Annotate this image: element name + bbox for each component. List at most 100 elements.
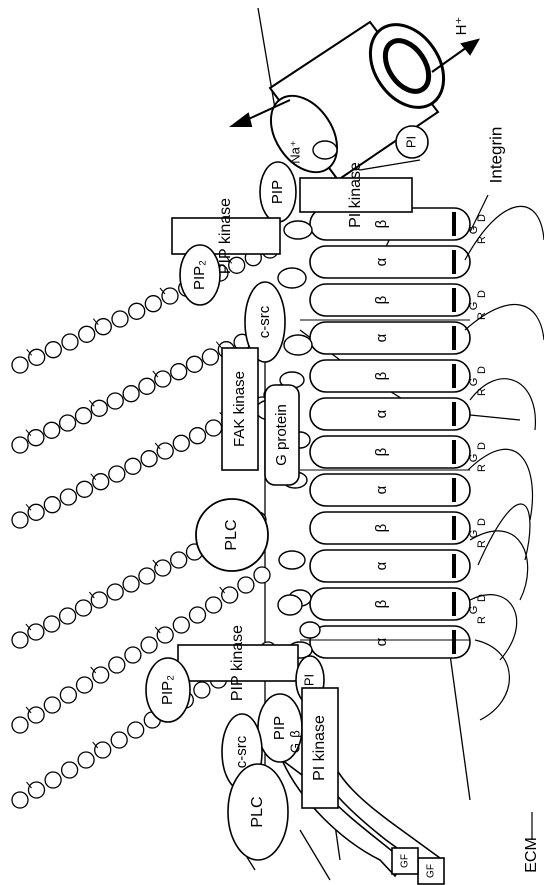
subunit-marker <box>452 326 456 350</box>
beta-label: β <box>373 447 390 456</box>
lipid-bead <box>238 577 254 593</box>
beta-label: β <box>373 371 390 380</box>
gf-box-1-label: GF <box>426 864 437 878</box>
lipid-bead <box>194 682 210 698</box>
lipid-bead <box>12 792 28 808</box>
h-plus-label: H⁺ <box>453 17 470 36</box>
pip-kinase-top-label: PIP kinase <box>217 198 234 274</box>
pip-bottom-label: PIP <box>271 716 288 740</box>
subunit-marker <box>452 288 456 312</box>
beta-small-label: β <box>287 730 302 737</box>
plc-center: PLC <box>196 499 268 571</box>
integrin-beta-subunit <box>310 588 470 620</box>
integrin-beta-subunit <box>310 436 470 468</box>
lipid-bead <box>112 311 128 327</box>
g-protein-label: G protein <box>273 404 290 466</box>
rgd-letter: R <box>476 464 488 472</box>
lipid-bead <box>109 466 125 482</box>
pip2-top-label: PIP₂ <box>191 260 208 290</box>
lipid-bead <box>139 378 155 394</box>
integrin-beta-subunit <box>310 208 470 240</box>
pip2-top: PIP₂ <box>180 245 220 305</box>
subunit-marker <box>452 630 456 654</box>
pi-kinase-bottom-label: PI kinase <box>311 715 328 781</box>
integrin-alpha-subunit <box>310 550 470 582</box>
rgd-letter: D <box>476 366 488 374</box>
integrin-alpha-subunit <box>310 398 470 430</box>
subunit-marker <box>452 212 456 236</box>
lipid-bead <box>109 657 125 673</box>
rgd-letter: G <box>468 606 480 615</box>
pi-bottom-label: PI <box>301 674 316 686</box>
alpha-label: α <box>373 561 390 570</box>
lipid-bead <box>155 371 171 387</box>
lipid-bead <box>171 364 187 380</box>
beta-label: β <box>373 295 390 304</box>
lipid-bead <box>171 552 187 568</box>
rgd-letter: G <box>468 302 480 311</box>
subunit-marker <box>452 402 456 426</box>
beta-label: β <box>373 599 390 608</box>
lipid-bead <box>125 458 141 474</box>
alpha-label: α <box>373 409 390 418</box>
lipid-bead <box>111 732 127 748</box>
gf-box-2: GF <box>392 848 418 874</box>
lipid-bead <box>60 608 76 624</box>
subunit-marker <box>452 250 456 274</box>
pi-kinase-bottom: PI kinase <box>302 688 338 808</box>
lipid-bead <box>93 667 109 683</box>
plc-bottom-label: PLC <box>249 796 266 827</box>
pip2-bottom: PIP₂ <box>146 658 190 722</box>
integrin-beta-subunit <box>310 512 470 544</box>
lipid-bead <box>28 624 44 640</box>
lipid-bead <box>60 415 76 431</box>
integrin-label: Integrin <box>486 127 505 184</box>
alpha-label: α <box>373 333 390 342</box>
integrin-alpha-subunit <box>310 246 470 278</box>
lipid-bead <box>29 782 45 798</box>
lipid-bead <box>125 647 141 663</box>
integrin-beta-subunit <box>310 284 470 316</box>
lipid-bead <box>95 742 111 758</box>
lipid-bead <box>12 357 28 373</box>
fak-kinase: FAK kinase <box>222 348 258 470</box>
beta-label: β <box>373 523 390 532</box>
lipid-bead <box>44 497 60 513</box>
lipid-bead <box>157 627 173 643</box>
lipid-bead <box>76 408 92 424</box>
gf-box-2-label: GF <box>400 854 411 868</box>
lipid-bead <box>91 592 107 608</box>
lipid-bead <box>162 288 178 304</box>
lipid-bead <box>187 356 203 372</box>
lipid-bead <box>222 587 238 603</box>
lipid-bead <box>28 430 44 446</box>
lipid-bead <box>44 616 60 632</box>
rgd-letter: G <box>468 530 480 539</box>
beta-label: β <box>373 219 390 228</box>
lipid-bead <box>60 687 76 703</box>
lipid-bead <box>95 319 111 335</box>
rgd-letter: D <box>476 290 488 298</box>
rgd-letter: D <box>476 518 488 526</box>
lipid-bead <box>145 296 161 312</box>
lipid-bead <box>141 637 157 653</box>
alpha-label: α <box>373 485 390 494</box>
pip2-bottom-label: PIP₂ <box>159 675 176 705</box>
plc-center-label: PLC <box>223 519 240 550</box>
lipid-bead <box>129 303 145 319</box>
lipid-bead <box>202 349 218 365</box>
lipid-bead <box>28 504 44 520</box>
pip-top: PIP <box>260 162 296 222</box>
rgd-letter: D <box>476 442 488 450</box>
lipid-bead <box>190 607 206 623</box>
lipid-bead <box>206 420 222 436</box>
lipid-bead <box>128 722 144 738</box>
subunit-marker <box>452 364 456 388</box>
rgd-letter: R <box>476 616 488 624</box>
lipid-bead <box>12 717 28 733</box>
lipid-bead <box>123 386 139 402</box>
lipid-bead <box>139 568 155 584</box>
na-plus-label: Na⁺ <box>287 140 302 163</box>
ecm-label: ECM <box>523 837 540 873</box>
lipid-bead <box>93 474 109 490</box>
